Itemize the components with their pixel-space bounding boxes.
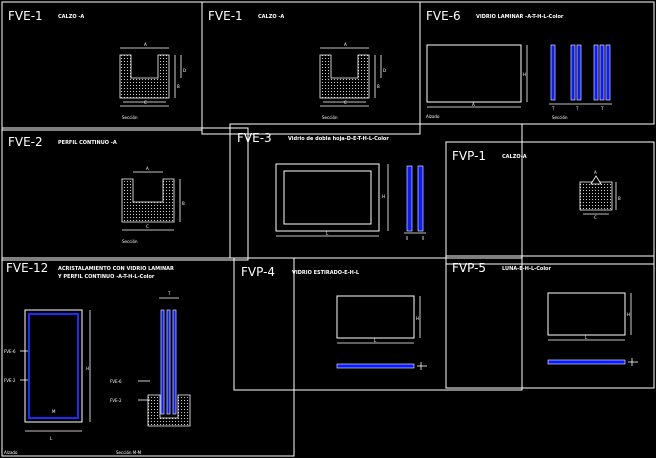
panel-fve2-code: FVE-2 — [8, 135, 43, 149]
section-caption: Sección — [552, 115, 568, 120]
elevation-caption: Alzado — [426, 114, 440, 119]
panel-fve12-desc-line1: ACRISTALAMIENTO CON VIDRIO LAMINAR — [58, 266, 174, 272]
section-caption: Sección — [122, 239, 138, 244]
panel-fve2-desc: PERFIL CONTINUO -A — [58, 140, 117, 146]
section-caption: Sección — [322, 115, 338, 120]
panel-fve2-frame — [1, 127, 249, 261]
double-glass-inner-frame — [283, 170, 372, 225]
dim-h-label: H — [382, 194, 385, 199]
panel-fve12-code: FVE-12 — [6, 261, 48, 275]
float-glass-section — [547, 358, 638, 366]
dim-b-label: B — [377, 84, 380, 89]
dim-a-label: A — [594, 170, 597, 175]
panel-fve3-desc: Vidrio de doble hoja-D-E-T-H-L-Color — [288, 136, 389, 142]
panel-fve1-b-desc: CALZO -A — [258, 14, 284, 20]
dim-t-label: T — [575, 106, 579, 111]
float-glass-elevation — [547, 292, 626, 336]
laminated-glass-elevation — [426, 44, 522, 103]
glazing-elevation — [20, 309, 91, 432]
panel-fvp5-desc: LUNA-E-H-L-Color — [502, 266, 551, 272]
panel-fvp5-frame — [445, 255, 655, 389]
dim-m-label: M — [52, 409, 56, 414]
dim-l-label: L — [326, 231, 329, 236]
callout-fve6-label: FVE-6 — [4, 349, 16, 354]
dim-c-label: C — [144, 100, 147, 105]
dim-c-label: C — [344, 100, 347, 105]
panel-fve1-a-desc: CALZO -A — [58, 14, 84, 20]
panel-fve6-frame — [419, 1, 655, 125]
dim-t-label: T — [551, 106, 555, 111]
panel-fvp1-desc: CALZO-A — [502, 154, 527, 160]
drawn-glass-elevation — [336, 295, 415, 339]
continuous-profile-section — [121, 171, 181, 231]
calzo-wedge-section — [579, 175, 617, 215]
elevation-caption: Alzado — [4, 450, 18, 455]
panel-fve3-frame — [229, 123, 523, 259]
dim-c-label: C — [146, 224, 149, 229]
dim-d-label: D — [183, 68, 186, 73]
panel-fve6-desc: VIDRIO LAMINAR -A-T-H-L-Color — [476, 14, 564, 20]
dim-h-label: H — [523, 72, 526, 77]
panel-fvp4-code: FVP-4 — [241, 265, 275, 279]
dim-d-label: D — [383, 68, 386, 73]
panel-fvp5-code: FVP-5 — [452, 261, 486, 275]
callout-fve6-label: FVE-6 — [110, 379, 122, 384]
dim-h-label: H — [416, 316, 419, 321]
dim-h-label: H — [627, 312, 630, 317]
dim-b-label: B — [177, 84, 180, 89]
panel-fve3-code: FVE-3 — [237, 131, 272, 145]
dim-l-label: L — [374, 338, 377, 343]
drawn-glass-section — [336, 362, 427, 370]
laminated-glass-sections — [549, 44, 612, 105]
dim-l-label: L — [585, 335, 588, 340]
dim-a-label: A — [344, 42, 347, 47]
dim-c-label: C — [594, 215, 597, 220]
calzo-profile-section — [119, 47, 182, 107]
calzo-profile-section — [319, 47, 382, 107]
callout-fve2-label: FVE-2 — [4, 378, 16, 383]
dim-t-label: T — [600, 106, 604, 111]
dim-h-label: H — [86, 366, 89, 371]
glazing-section-m-m — [138, 297, 191, 427]
double-glass-section — [404, 165, 426, 240]
panel-fvp4-frame — [233, 257, 523, 391]
dim-a-label: A — [146, 166, 149, 171]
panel-fvp4-desc: VIDRIO ESTIRADO-E-H-L — [292, 270, 360, 276]
panel-fve1-b-code: FVE-1 — [208, 9, 243, 23]
callout-fve2-label: FVE-2 — [110, 398, 122, 403]
panel-fve6-code: FVE-6 — [426, 9, 461, 23]
dim-b-label: B — [182, 201, 185, 206]
dim-a-label: A — [144, 42, 147, 47]
dim-b-label: B — [618, 196, 621, 201]
section-caption: Sección M-M — [116, 450, 142, 455]
section-caption: Sección — [122, 115, 138, 120]
panel-fve12-desc-line2: Y PERFIL CONTINUO -A-T-H-L-Color — [57, 274, 155, 280]
panel-fve12-frame — [1, 257, 295, 457]
dim-l-label: L — [50, 436, 53, 441]
dim-t-label: T — [167, 291, 171, 296]
panel-fve1-a-code: FVE-1 — [8, 9, 43, 23]
double-glass-outer-frame — [275, 163, 380, 232]
panel-fvp1-frame — [445, 141, 655, 265]
panel-fvp1-code: FVP-1 — [452, 149, 486, 163]
dim-a-label: A — [472, 102, 475, 107]
